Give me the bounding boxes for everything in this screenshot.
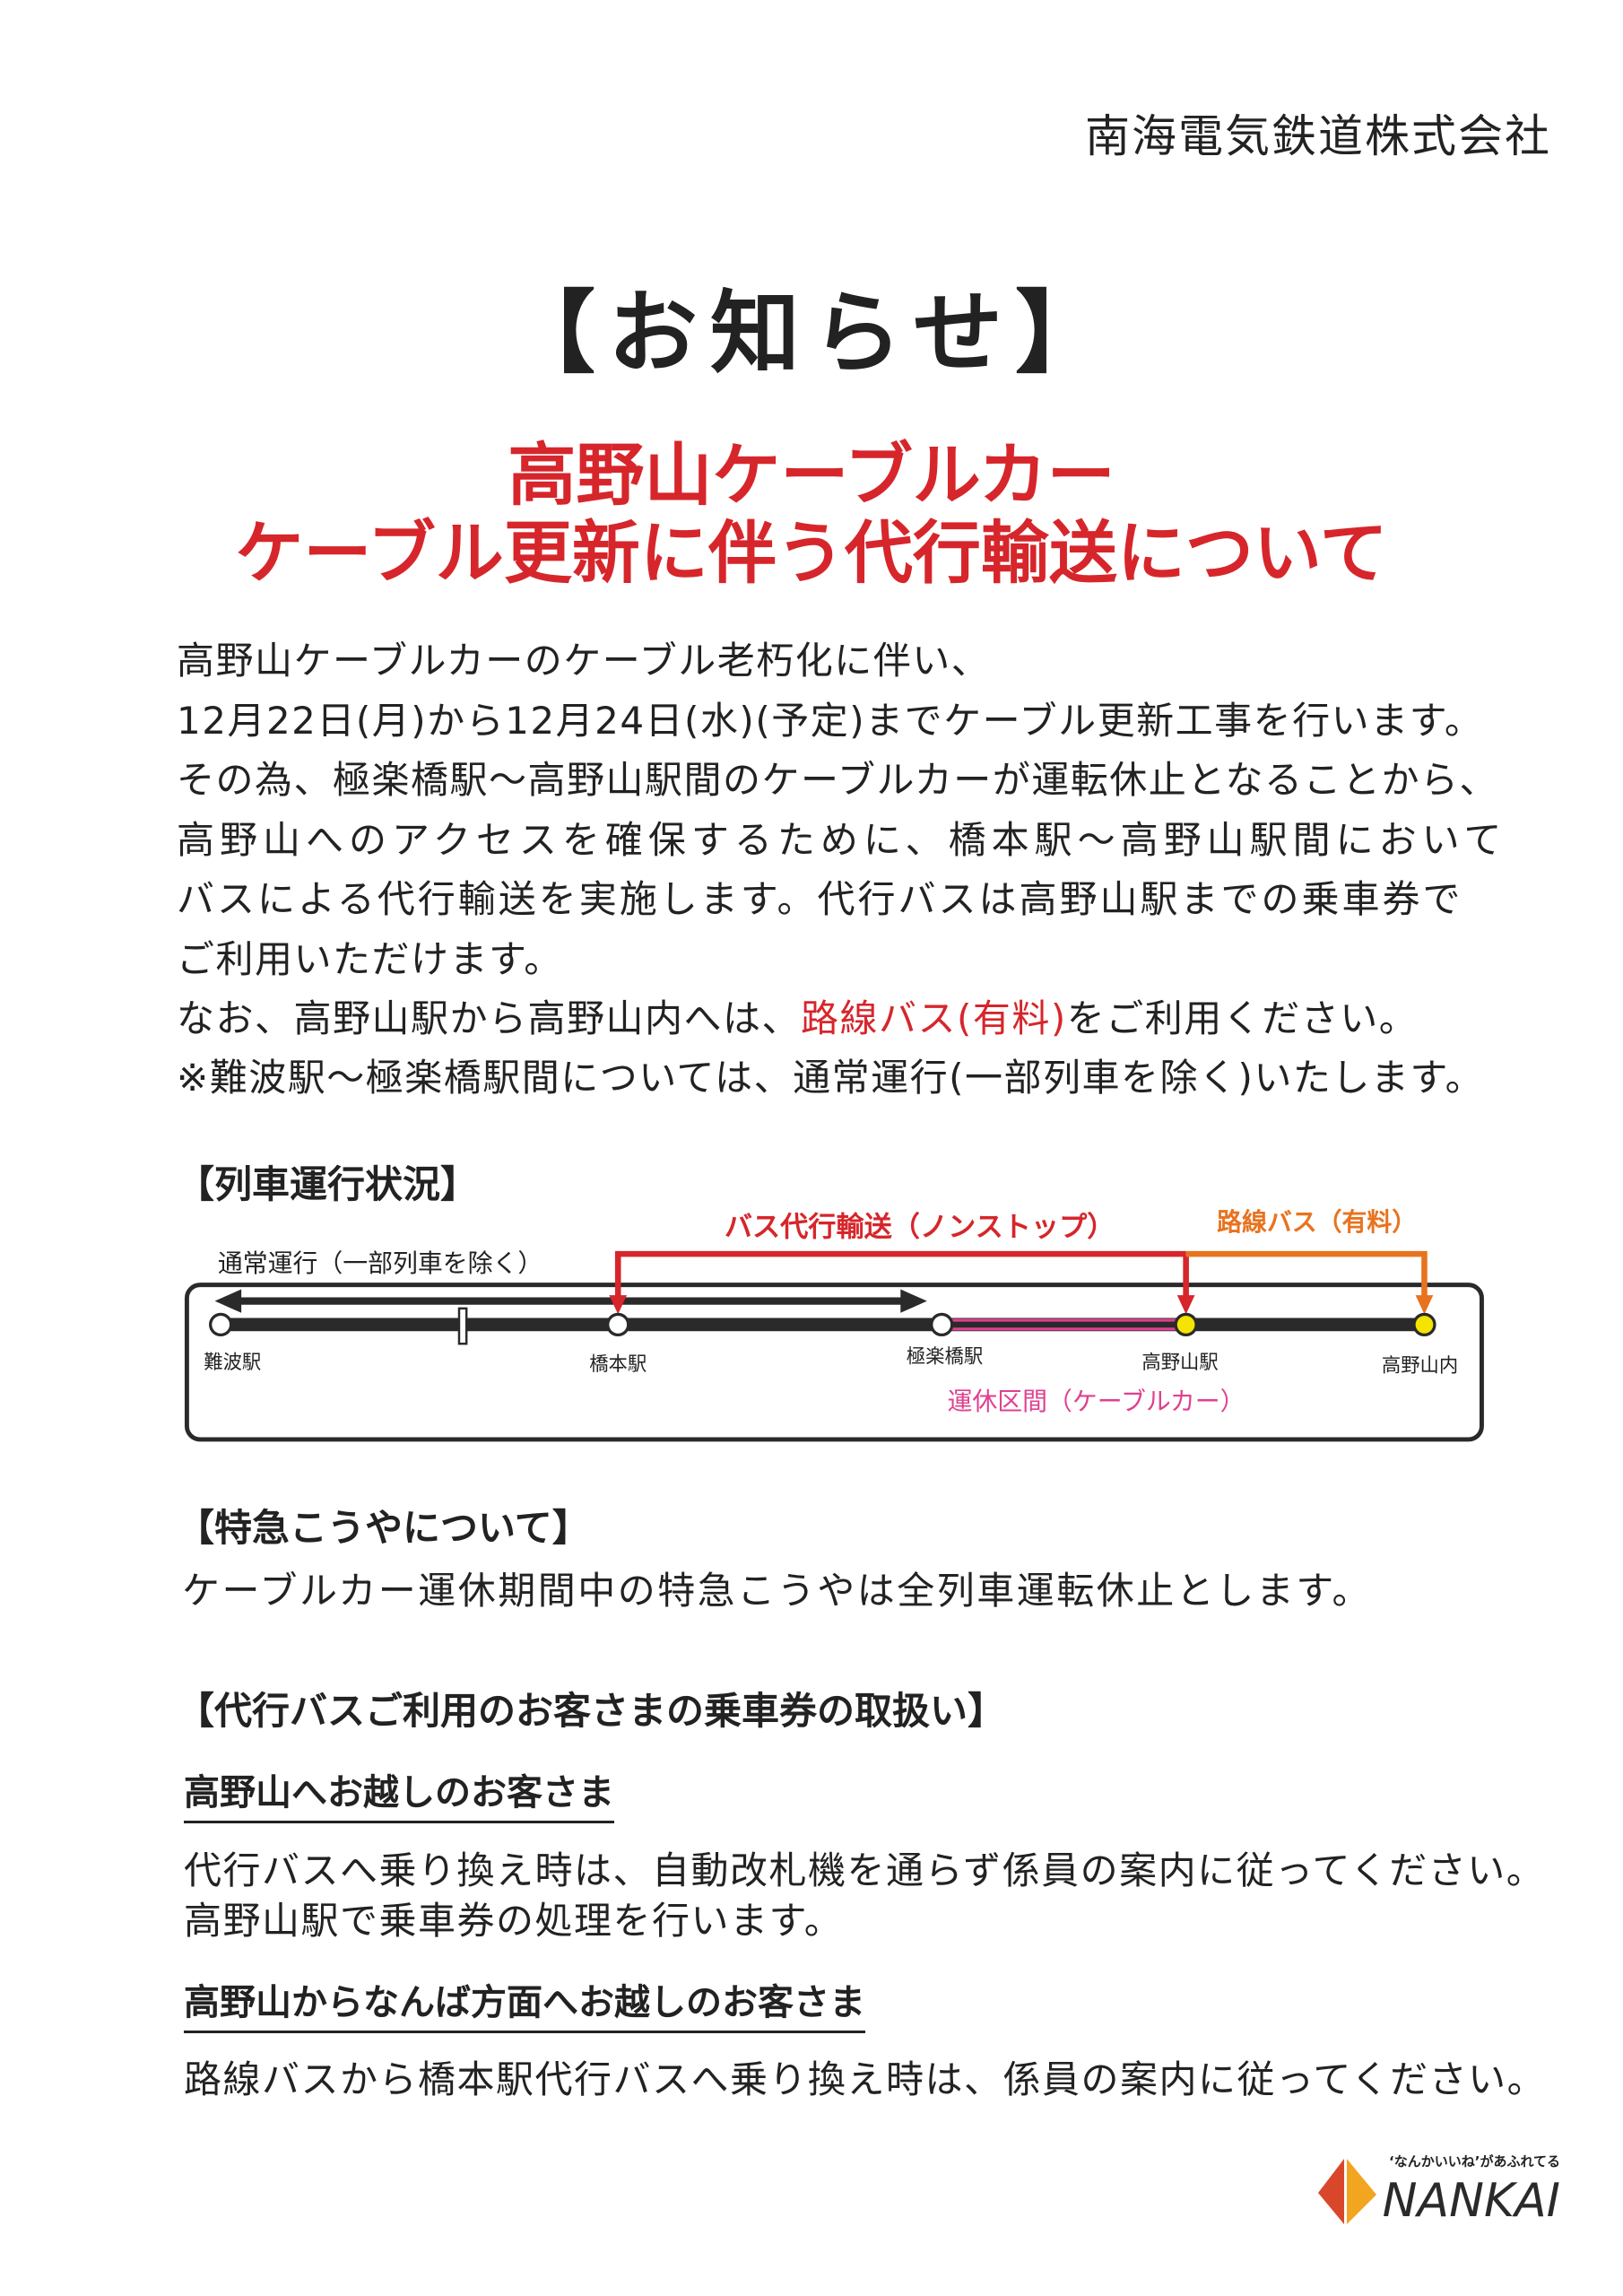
- normal-service-label: 通常運行（一部列車を除く）: [218, 1248, 542, 1278]
- bus-bracket: [614, 1250, 1186, 1301]
- bus-service-label: バス代行輸送（ノンストップ）: [725, 1211, 1115, 1243]
- station-koyasan-inner: [1412, 1312, 1436, 1337]
- body-line: 12月22日(月)から12月24日(水)(予定)までケーブル更新工事を行います。: [177, 699, 1484, 743]
- logo-mark-right: [1347, 2159, 1376, 2224]
- station-label: 高野山駅: [1141, 1352, 1218, 1374]
- body-text: をご利用ください。: [1066, 996, 1419, 1040]
- station-koyasan: [1174, 1312, 1198, 1337]
- station-hashimoto: [606, 1312, 630, 1337]
- body-line: なお、高野山駅から高野山内へは、路線バス(有料)をご利用ください。: [177, 988, 1418, 1043]
- to-koya-heading: 高野山へお越しのお客さま: [184, 1763, 614, 1823]
- station-label: 極楽橋駅: [907, 1346, 983, 1369]
- station-namba: [209, 1312, 233, 1337]
- notice-title: 【お知らせ】: [506, 281, 1117, 386]
- station-gokurakubashi: [930, 1312, 954, 1337]
- arrow-down-icon: [1415, 1295, 1434, 1315]
- from-koya-heading: 高野山からなんば方面へお越しのお客さま: [184, 1973, 865, 2033]
- nankai-logo: ‘なんかいいね’があふれてる NANKAI: [1318, 2153, 1560, 2228]
- body-line: ※難波駅～極楽橋駅間については、通常運行(一部列車を除く)いたします。: [177, 1056, 1485, 1100]
- title-line-1: 高野山ケーブルカー: [508, 435, 1115, 515]
- station-label: 高野山内: [1382, 1354, 1458, 1377]
- body-line: ご利用いただけます。: [177, 937, 563, 981]
- title-line-2: ケーブル更新に伴う代行輸送について: [235, 513, 1388, 593]
- station-label: 橋本駅: [589, 1353, 647, 1376]
- station-label: 難波駅: [204, 1352, 261, 1374]
- koya-text: ケーブルカー運休期間中の特急こうやは全列車運転休止とします。: [182, 1569, 1373, 1613]
- arrow-right-icon: [900, 1289, 927, 1313]
- logo-brand: NANKAI: [1383, 2174, 1560, 2228]
- arrow-down-icon: [1176, 1295, 1195, 1315]
- body-text: なお、高野山駅から高野山内へは、: [177, 996, 802, 1040]
- to-koya-line: 高野山駅で乗車券の処理を行います。: [184, 1899, 844, 1943]
- body-line: バスによる代行輸送を実施します。代行バスは高野山駅までの乗車券で: [177, 877, 1463, 921]
- body-line: その為、極楽橋駅～高野山駅間のケーブルカーが運転休止となることから、: [177, 758, 1498, 802]
- diagram-frame: [184, 1283, 1484, 1442]
- company-name: 南海電気鉄道株式会社: [1085, 110, 1551, 162]
- arrow-left-icon: [214, 1289, 242, 1313]
- body-line: 高野山へのアクセスを確保するために、橋本駅～高野山駅間において: [177, 818, 1507, 862]
- to-koya-line: 代行バスへ乗り換え時は、自動改札機を通らず係員の案内に従ってください。: [184, 1848, 1546, 1892]
- track-break: [457, 1307, 468, 1345]
- route-bus-bracket: [1185, 1250, 1428, 1301]
- body-line: 高野山ケーブルカーのケーブル老朽化に伴い、: [177, 639, 991, 683]
- suspended-label: 運休区間（ケーブルカー）: [948, 1387, 1245, 1416]
- route-bus-highlight: 路線バス(有料): [801, 996, 1067, 1040]
- route-bus-label: 路線バス（有料）: [1217, 1207, 1417, 1237]
- tickets-heading: 【代行バスご利用のお客さまの乗車券の取扱い】: [177, 1689, 1006, 1733]
- logo-slogan: ‘なんかいいね’があふれてる: [1389, 2153, 1560, 2170]
- koya-heading: 【特急こうやについて】: [177, 1506, 590, 1550]
- logo-mark-left: [1318, 2159, 1344, 2224]
- arrow-down-icon: [609, 1295, 628, 1315]
- from-koya-line: 路線バスから橋本駅代行バスへ乗り換え時は、係員の案内に従ってください。: [184, 2057, 1547, 2101]
- status-heading: 【列車運行状況】: [177, 1162, 479, 1206]
